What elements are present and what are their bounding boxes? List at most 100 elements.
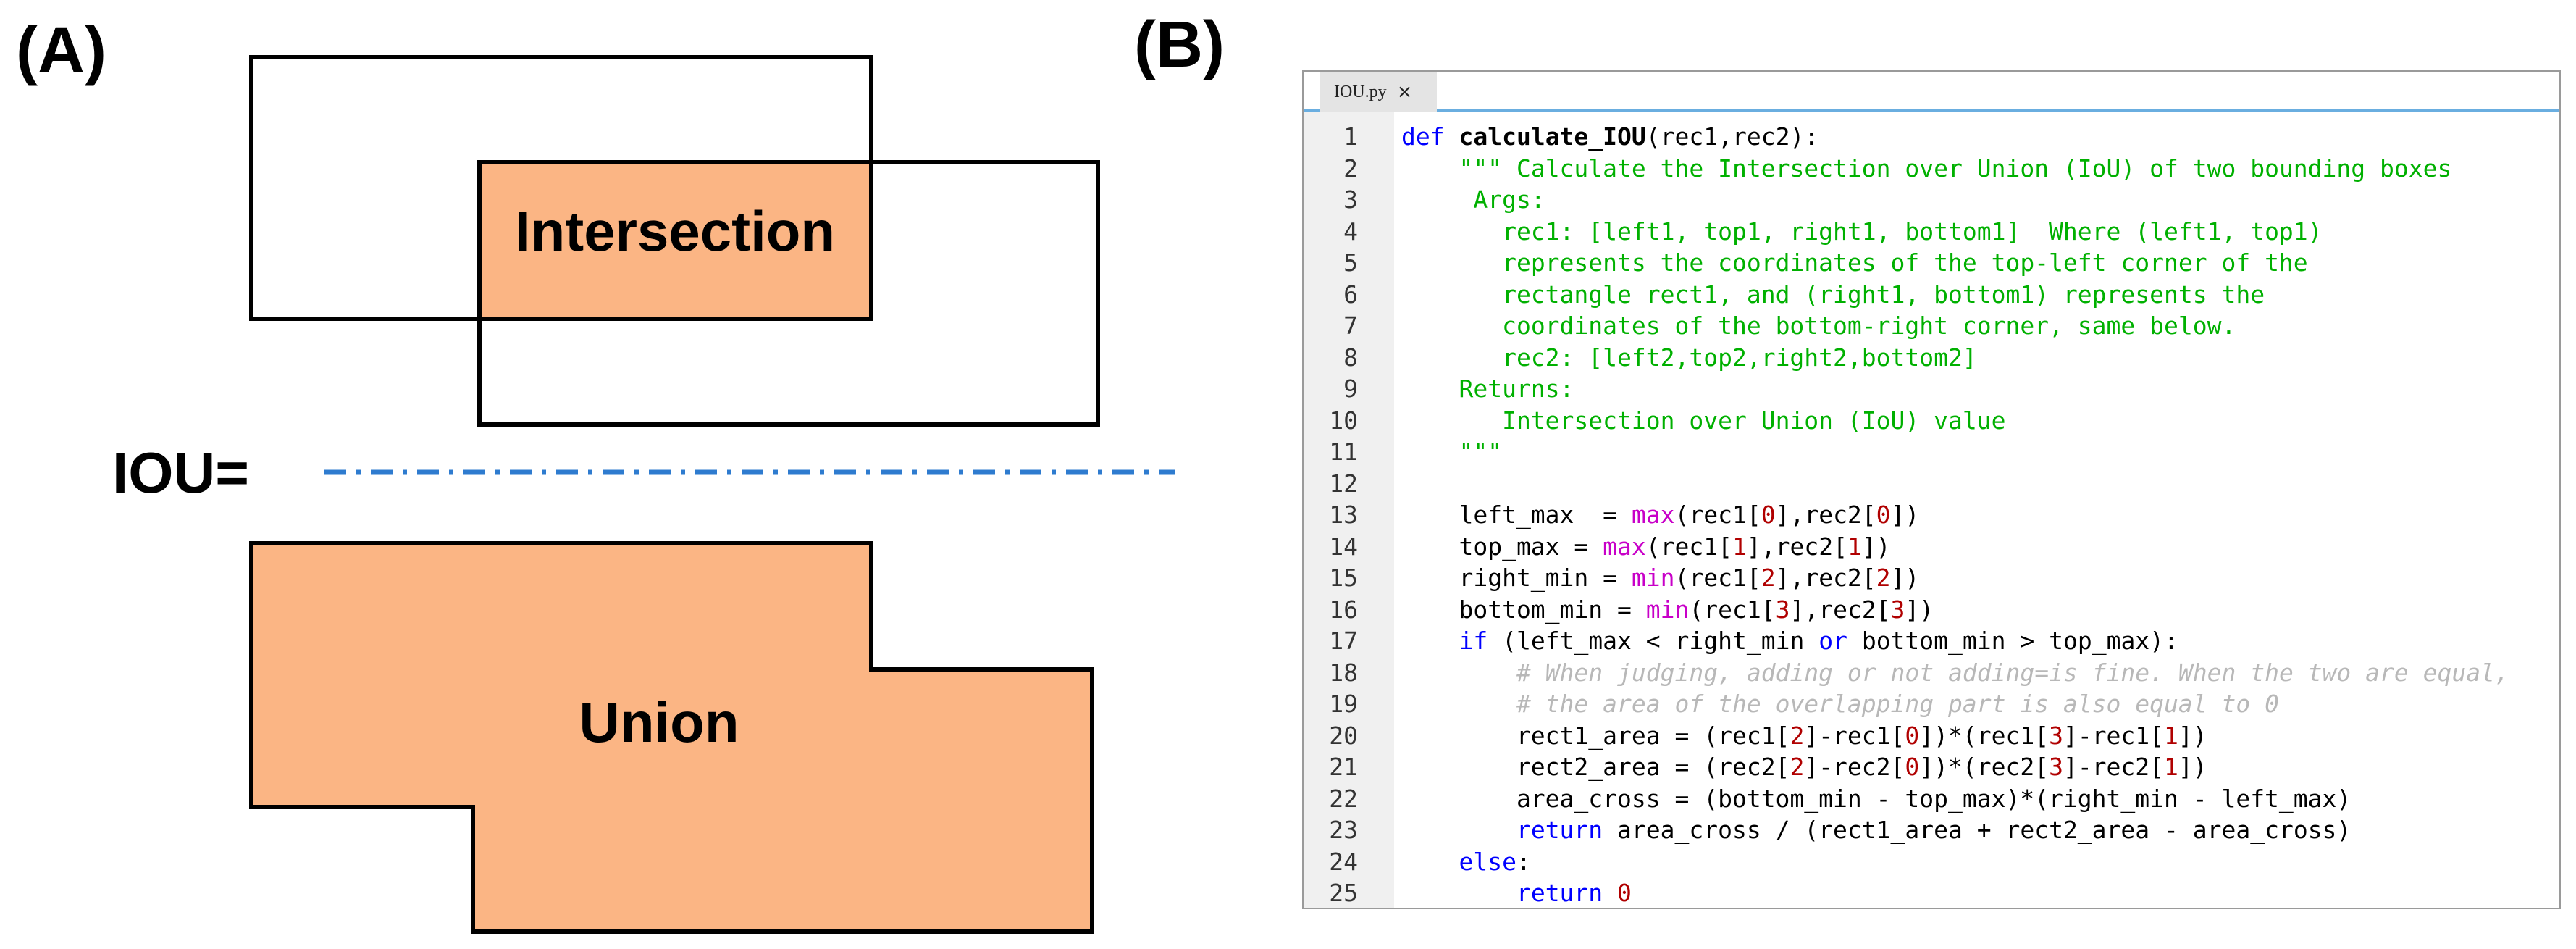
code-token: 2: [1790, 721, 1805, 750]
code-text: return area_cross / (rect1_area + rect2_…: [1401, 814, 2351, 846]
line-number: 15: [1329, 564, 1358, 592]
code-token: 0: [1617, 879, 1632, 907]
code-token: 3: [1890, 595, 1905, 624]
code-token: ]): [1905, 595, 1934, 624]
line-number: 22: [1329, 784, 1358, 813]
tab-bar: IOU.py ×: [1304, 72, 2559, 112]
intersection-region: [477, 160, 873, 321]
code-token: bottom_min =: [1401, 595, 1646, 624]
line-number: 3: [1343, 185, 1358, 214]
code-token: [1603, 879, 1617, 907]
code-text: right_min = min(rec1[2],rec2[2]): [1401, 562, 1919, 594]
line-number: 2: [1343, 154, 1358, 183]
code-token: else: [1459, 847, 1516, 876]
line-number: 23: [1329, 816, 1358, 844]
code-token: 1: [2164, 753, 2178, 781]
panel-b-label: (B): [1134, 9, 1225, 81]
code-line: 20 rect1_area = (rec1[2]-rec1[0])*(rec1[…: [1304, 720, 2559, 752]
iou-diagram: (A) Intersection IOU= Union (B): [16, 9, 1225, 934]
code-text: represents the coordinates of the top-le…: [1401, 247, 2308, 279]
line-number: 6: [1343, 280, 1358, 309]
code-line: 3 Args:: [1304, 184, 2559, 216]
union-label: Union: [579, 690, 739, 754]
code-token: [1401, 343, 1502, 372]
code-line: 19 # the area of the overlapping part is…: [1304, 688, 2559, 720]
line-number: 20: [1329, 721, 1358, 750]
code-text: rectangle rect1, and (right1, bottom1) r…: [1401, 279, 2265, 311]
code-token: ],rec2[: [1775, 501, 1876, 529]
code-line: 4 rec1: [left1, top1, right1, bottom1] W…: [1304, 216, 2559, 248]
code-line: 25 return 0: [1304, 877, 2559, 909]
code-text: """: [1401, 436, 1502, 468]
code-text: coordinates of the bottom-right corner, …: [1401, 310, 2236, 342]
code-token: area_cross / (rect1_area + rect2_area - …: [1603, 816, 2351, 844]
code-token: ]): [1861, 532, 1891, 561]
code-token: rect1_area = (rec1[: [1401, 721, 1790, 750]
code-text: rec1: [left1, top1, right1, bottom1] Whe…: [1401, 216, 2323, 248]
code-token: return: [1516, 879, 1603, 907]
code-token: ],rec2[: [1790, 595, 1891, 624]
code-token: ]-rec1[: [1804, 721, 1905, 750]
code-token: ]-rec1[: [2063, 721, 2165, 750]
code-token: top_max =: [1401, 532, 1603, 561]
line-number: 18: [1329, 658, 1358, 687]
code-token: # the area of the overlapping part is al…: [1516, 690, 2279, 718]
code-line: 21 rect2_area = (rec2[2]-rec2[0])*(rec2[…: [1304, 751, 2559, 783]
code-token: Args:: [1459, 185, 1545, 214]
code-token: return: [1516, 816, 1603, 844]
close-icon[interactable]: ×: [1396, 81, 1413, 103]
code-token: bottom_min > top_max):: [1847, 627, 2178, 655]
code-token: rec1: [left1, top1, right1, bottom1] Whe…: [1502, 217, 2323, 246]
code-token: ],rec2[: [1746, 532, 1847, 561]
code-token: Returns:: [1459, 375, 1574, 403]
code-text: bottom_min = min(rec1[3],rec2[3]): [1401, 594, 1934, 626]
code-line: 22 area_cross = (bottom_min - top_max)*(…: [1304, 783, 2559, 815]
line-number: 17: [1329, 627, 1358, 655]
code-line: 2 """ Calculate the Intersection over Un…: [1304, 153, 2559, 185]
code-token: [1401, 816, 1516, 844]
code-token: calculate_IOU: [1459, 122, 1646, 151]
code-token: rectangle rect1, and (right1, bottom1) r…: [1502, 280, 2265, 309]
code-token: min: [1645, 595, 1690, 624]
line-number: 12: [1329, 469, 1358, 498]
code-token: 1: [1732, 532, 1747, 561]
code-token: ])*(rec2[: [1919, 753, 2050, 781]
code-text: top_max = max(rec1[1],rec2[1]): [1401, 531, 1891, 563]
code-token: def: [1401, 122, 1445, 151]
code-line: 14 top_max = max(rec1[1],rec2[1]): [1304, 531, 2559, 563]
code-token: ],rec2[: [1775, 564, 1876, 592]
code-token: 1: [1847, 532, 1862, 561]
code-token: Intersection over Union (IoU) value: [1502, 406, 2006, 435]
line-number: 4: [1343, 217, 1358, 246]
code-line: 23 return area_cross / (rect1_area + rec…: [1304, 814, 2559, 846]
code-text: return 0: [1401, 877, 1632, 909]
line-number: 7: [1343, 312, 1358, 340]
code-text: rect2_area = (rec2[2]-rec2[0])*(rec2[3]-…: [1401, 751, 2207, 783]
code-token: (rec1[: [1645, 532, 1732, 561]
line-number-gutter: [1304, 112, 1394, 908]
code-token: [1401, 848, 1459, 876]
code-token: max: [1603, 532, 1646, 561]
code-token: left_max =: [1401, 501, 1632, 529]
code-token: min: [1631, 564, 1675, 592]
iou-label: IOU=: [112, 440, 249, 505]
union-figure: Union: [249, 541, 1094, 934]
line-number: 19: [1329, 690, 1358, 718]
code-token: ]-rec2[: [1804, 753, 1905, 781]
file-tab[interactable]: IOU.py ×: [1320, 72, 1437, 112]
code-token: [1401, 248, 1502, 277]
code-line: 7 coordinates of the bottom-right corner…: [1304, 310, 2559, 342]
code-token: rect2_area = (rec2[: [1401, 753, 1790, 781]
line-number: 24: [1329, 847, 1358, 876]
code-token: # When judging, adding or not adding=is …: [1516, 658, 2509, 687]
code-token: [1401, 280, 1502, 309]
line-number: 25: [1329, 879, 1358, 907]
code-token: or: [1818, 627, 1847, 655]
code-token: :: [1516, 847, 1531, 876]
code-token: (left_max < right_min: [1488, 627, 1819, 655]
code-token: (rec1[: [1674, 564, 1761, 592]
code-line: 5 represents the coordinates of the top-…: [1304, 247, 2559, 279]
code-line: 15 right_min = min(rec1[2],rec2[2]): [1304, 562, 2559, 594]
